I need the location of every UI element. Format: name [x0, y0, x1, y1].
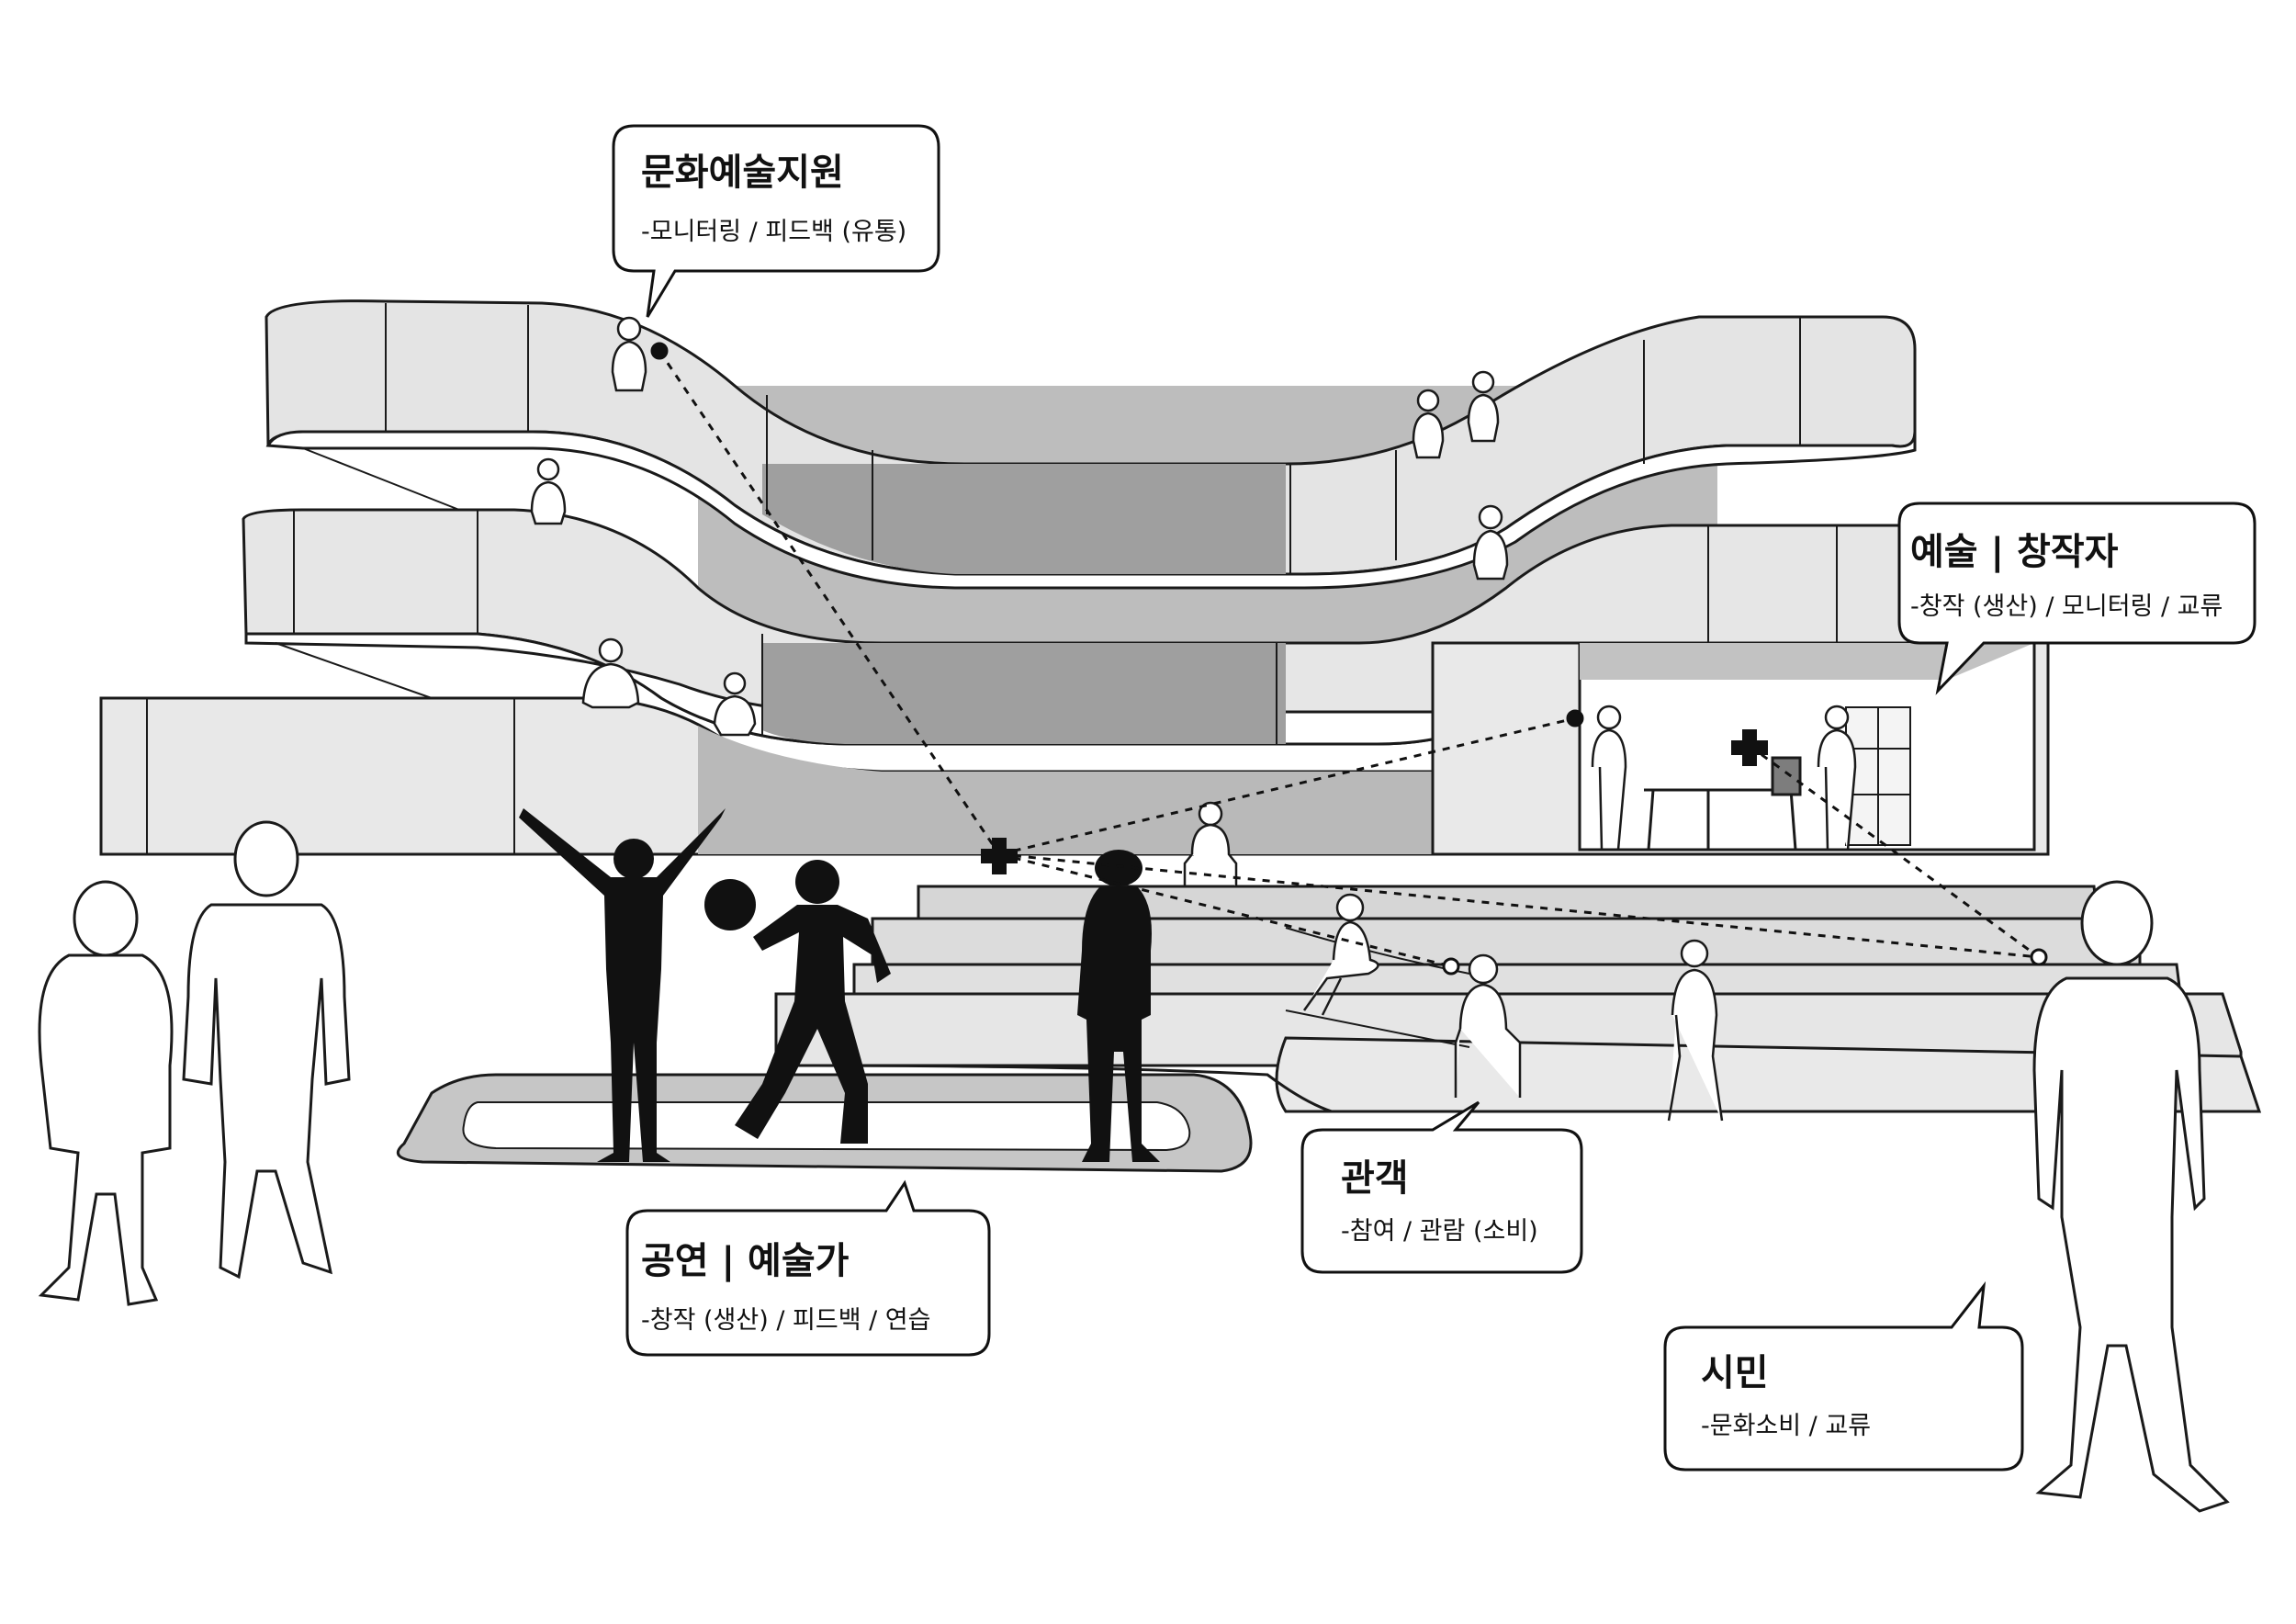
balcony-panels-middle: [762, 643, 1286, 744]
callout-creator-subtitle: -창작 (생산) / 모니터링 / 교류: [1910, 592, 2223, 621]
node-dot-icon: [650, 342, 669, 360]
bubble-creator: [1897, 502, 2257, 695]
node-dot-icon: [1442, 957, 1460, 976]
link-audience: [998, 852, 1452, 968]
node-dots: [650, 342, 2048, 976]
link-support: [658, 350, 1001, 855]
person-mid-right: [1472, 504, 1509, 581]
step-curve-edge: [775, 1064, 1333, 1113]
foreground-figures: [38, 820, 2230, 1513]
bubble-performer: [625, 1179, 991, 1357]
balcony-lower-dark: [698, 726, 1433, 854]
callout-audience-subtitle: -참여 / 관람 (소비): [1341, 1217, 1538, 1246]
citizen-walking: [2032, 880, 2230, 1513]
hub-icons: [981, 729, 1768, 874]
node-dot-icon: [1566, 709, 1584, 727]
callout-bubbles: [612, 124, 2257, 1472]
link-creator-left: [998, 716, 1576, 856]
callout-support-title: 문화예술지원: [641, 152, 844, 194]
link-citizen: [998, 852, 2040, 959]
person-seated-woman-2: [1667, 939, 1724, 1122]
studio-table: [1644, 756, 1802, 851]
studio-ceiling: [1580, 643, 2034, 680]
callout-performer-title: 공연 | 예술가: [641, 1240, 850, 1282]
person-top-left: [611, 316, 647, 392]
person-seated-top: [1183, 801, 1238, 886]
callout-creator-title: 예술 | 창작자: [1910, 531, 2119, 573]
callout-support-subtitle: -모니터링 / 피드백 (유통): [641, 218, 907, 246]
performer-silhouettes: [519, 808, 1160, 1162]
callout-performer-subtitle: -창작 (생산) / 피드백 / 연습: [641, 1306, 931, 1335]
balcony-panels-top: [762, 464, 1286, 574]
couple-woman: [38, 880, 174, 1306]
hub-plus-icon: [981, 838, 1018, 874]
person-top-right-1: [1412, 389, 1445, 459]
balcony-top-underside: [265, 430, 1917, 590]
silhouette-drum-dancer: [704, 860, 891, 1144]
link-studio-citizen: [1749, 744, 2040, 959]
connection-lines: [658, 350, 2040, 968]
person-seated-man: [1454, 953, 1522, 1098]
step-base: [1275, 1036, 2262, 1113]
panel-joints: [146, 303, 1838, 854]
hub-plus-icon: [1731, 729, 1768, 766]
stage: [396, 1073, 1253, 1173]
building: [99, 299, 2050, 856]
person-low-1: [581, 637, 640, 709]
person-top-right-2: [1467, 370, 1500, 443]
callout-audience-title: 관객: [1341, 1157, 1409, 1200]
person-low-2: [713, 671, 757, 737]
person-studio-left: [1591, 705, 1627, 851]
person-mid-left: [530, 457, 567, 525]
person-seated-woman: [1302, 893, 1379, 1016]
bubble-support: [612, 124, 940, 318]
silhouette-standing: [1077, 850, 1160, 1162]
silhouette-arms-raised: [519, 808, 726, 1162]
callout-citizen-subtitle: -문화소비 / 교류: [1701, 1412, 1872, 1440]
person-studio-right: [1817, 705, 1857, 851]
callout-citizen-title: 시민: [1701, 1352, 1769, 1394]
balcony-people: [530, 316, 1857, 1122]
couple-man: [182, 820, 351, 1280]
stage-inner: [462, 1101, 1191, 1152]
studio-window: [1845, 706, 1911, 846]
bubble-citizen: [1663, 1280, 2024, 1472]
node-dot-icon: [2030, 948, 2048, 966]
bubble-audience: [1300, 1100, 1583, 1274]
